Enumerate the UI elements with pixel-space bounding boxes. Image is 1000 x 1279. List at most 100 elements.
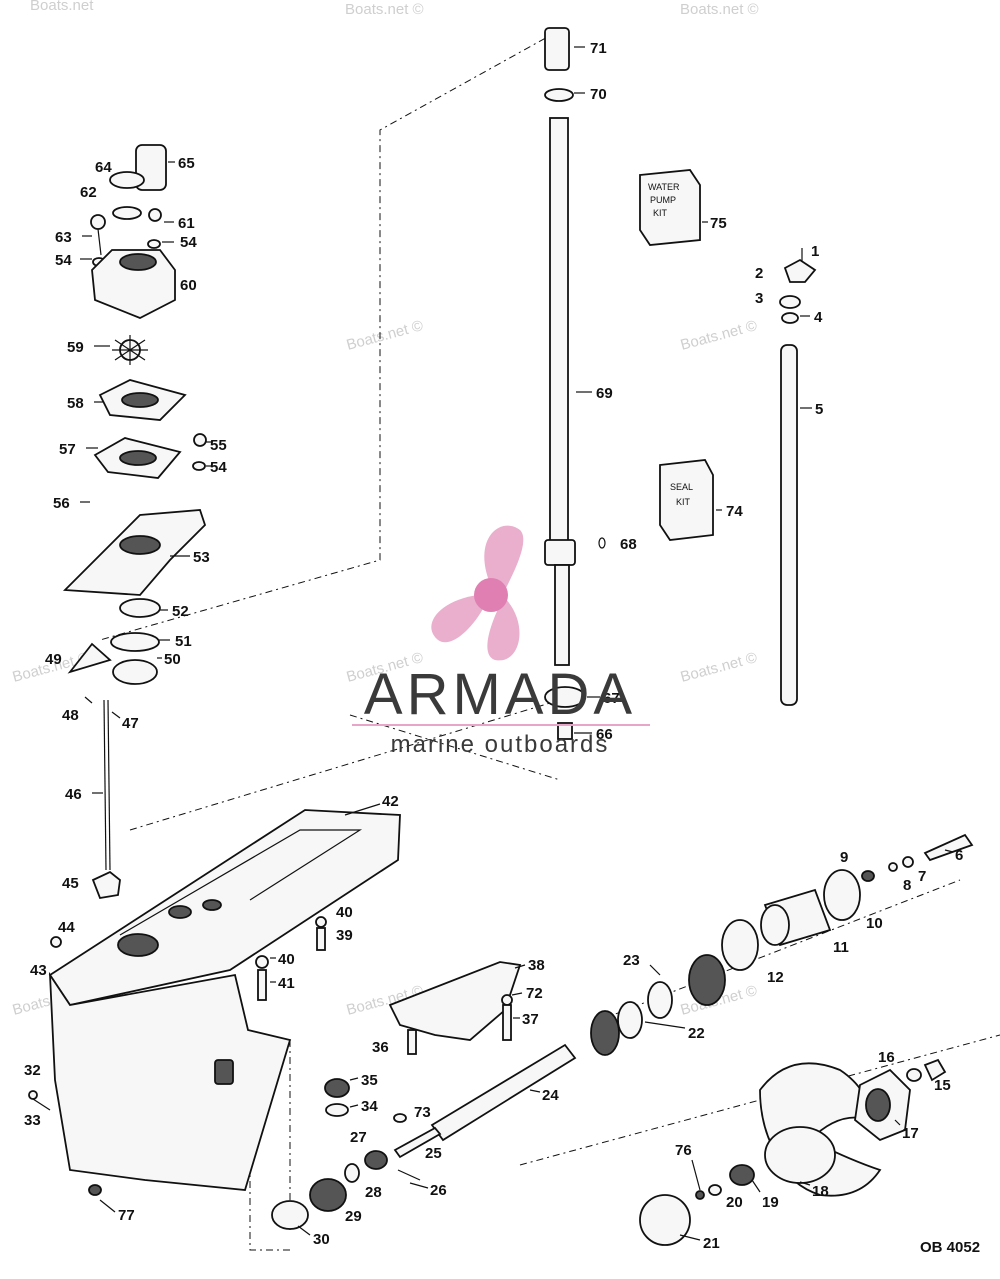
water-tube-group bbox=[779, 248, 817, 706]
label-74: 74 bbox=[726, 503, 743, 520]
oring-part-51 bbox=[110, 632, 160, 652]
bearing-part-34 bbox=[325, 1103, 349, 1117]
label-2: 2 bbox=[755, 265, 763, 282]
label-77: 77 bbox=[118, 1207, 135, 1224]
label-47: 47 bbox=[122, 715, 139, 732]
label-72: 72 bbox=[526, 985, 543, 1002]
pinion-part-35 bbox=[324, 1078, 350, 1098]
label-64: 64 bbox=[95, 159, 112, 176]
label-15: 15 bbox=[934, 1077, 951, 1094]
label-34: 34 bbox=[361, 1098, 378, 1115]
part-labels: 71 70 65 64 62 61 63 54 54 60 59 58 57 5… bbox=[24, 40, 980, 1256]
washer-part-54 bbox=[147, 239, 161, 249]
thrust-hub-part-21 bbox=[639, 1194, 691, 1246]
thrust-washer-part-22 bbox=[617, 1001, 643, 1039]
label-35: 35 bbox=[361, 1072, 378, 1089]
label-6: 6 bbox=[955, 847, 963, 864]
label-29: 29 bbox=[345, 1208, 362, 1225]
label-54: 54 bbox=[210, 459, 227, 476]
rod-part-46 bbox=[103, 699, 107, 871]
watermark-text: Boats.net bbox=[30, 0, 94, 14]
label-44: 44 bbox=[58, 919, 75, 936]
label-4: 4 bbox=[814, 309, 823, 326]
label-20: 20 bbox=[726, 1194, 743, 1211]
label-73: 73 bbox=[414, 1104, 431, 1121]
label-7: 7 bbox=[918, 868, 926, 885]
label-54: 54 bbox=[180, 234, 197, 251]
brand-name: ARMADA bbox=[364, 662, 636, 727]
shim-part-67 bbox=[544, 686, 586, 708]
label-26: 26 bbox=[430, 1182, 447, 1199]
washer-part-16 bbox=[906, 1068, 922, 1082]
label-71: 71 bbox=[590, 40, 607, 57]
seal-part-3 bbox=[779, 295, 801, 309]
label-40: 40 bbox=[278, 951, 295, 968]
screw-part-36 bbox=[407, 1029, 417, 1055]
label-16: 16 bbox=[878, 1049, 895, 1066]
shaft-lower bbox=[554, 564, 570, 666]
label-18: 18 bbox=[812, 1183, 829, 1200]
kit-text: KIT bbox=[653, 208, 668, 218]
label-25: 25 bbox=[425, 1145, 442, 1162]
label-66: 66 bbox=[596, 726, 613, 743]
seal-part-62 bbox=[112, 206, 142, 220]
plug-part-77 bbox=[88, 1184, 102, 1196]
label-55: 55 bbox=[210, 437, 227, 454]
pump-housing-bore bbox=[119, 253, 157, 271]
gearcase-fasteners bbox=[28, 916, 327, 1111]
screw-head-part-61 bbox=[148, 208, 162, 222]
gearcase-housing-part-42 bbox=[48, 809, 401, 1196]
label-51: 51 bbox=[175, 633, 192, 650]
label-41: 41 bbox=[278, 975, 295, 992]
seal-part-70 bbox=[544, 88, 574, 102]
watermark-text: Boats.net © bbox=[679, 649, 759, 686]
ring-part-52 bbox=[119, 598, 161, 618]
pin-part-25 bbox=[393, 1126, 442, 1159]
label-10: 10 bbox=[866, 915, 883, 932]
label-8: 8 bbox=[903, 877, 911, 894]
label-32: 32 bbox=[24, 1062, 41, 1079]
propeller-logo-icon bbox=[431, 525, 524, 661]
drawing-number: OB 4052 bbox=[920, 1239, 980, 1256]
washer-part-40 bbox=[255, 955, 269, 969]
spacer-part-19 bbox=[729, 1164, 755, 1186]
oring-part-12 bbox=[721, 919, 759, 971]
spring-part-73 bbox=[393, 1113, 407, 1123]
trim-tab-part-38 bbox=[388, 961, 522, 1041]
nut-part-9 bbox=[861, 870, 875, 882]
label-30: 30 bbox=[313, 1231, 330, 1248]
label-11: 11 bbox=[833, 939, 849, 956]
label-62: 62 bbox=[80, 184, 97, 201]
driveshaft-part-69 bbox=[549, 117, 569, 549]
pin-part-76 bbox=[695, 1190, 705, 1200]
bearing-part-68 bbox=[544, 539, 576, 566]
washer-part-7 bbox=[902, 856, 914, 868]
oring-part-10 bbox=[823, 869, 861, 921]
washer-part-28 bbox=[344, 1163, 360, 1183]
propeller-group bbox=[639, 1058, 947, 1246]
label-27: 27 bbox=[350, 1129, 367, 1146]
gear-part-29 bbox=[309, 1178, 347, 1212]
label-38: 38 bbox=[528, 957, 545, 974]
gear-train-group bbox=[271, 833, 974, 1230]
watermark-text: Boats.net © bbox=[345, 1, 424, 18]
label-49: 49 bbox=[45, 651, 62, 668]
label-5: 5 bbox=[815, 401, 823, 418]
label-69: 69 bbox=[596, 385, 613, 402]
label-68: 68 bbox=[620, 536, 637, 553]
label-43: 43 bbox=[30, 962, 47, 979]
kit-text: WATER bbox=[648, 182, 680, 192]
label-57: 57 bbox=[59, 441, 76, 458]
label-53: 53 bbox=[193, 549, 210, 566]
washer-part-54 bbox=[192, 461, 206, 471]
watermark-text: Boats.net © bbox=[680, 1, 759, 18]
bearing-part-66 bbox=[557, 722, 573, 740]
label-37: 37 bbox=[522, 1011, 539, 1028]
screw-part-72 bbox=[501, 994, 513, 1006]
washer-part-20 bbox=[708, 1184, 722, 1196]
label-12: 12 bbox=[767, 969, 784, 986]
washer-part-23 bbox=[647, 981, 673, 1019]
label-36: 36 bbox=[372, 1039, 389, 1056]
bearing-part-30 bbox=[271, 1200, 309, 1230]
